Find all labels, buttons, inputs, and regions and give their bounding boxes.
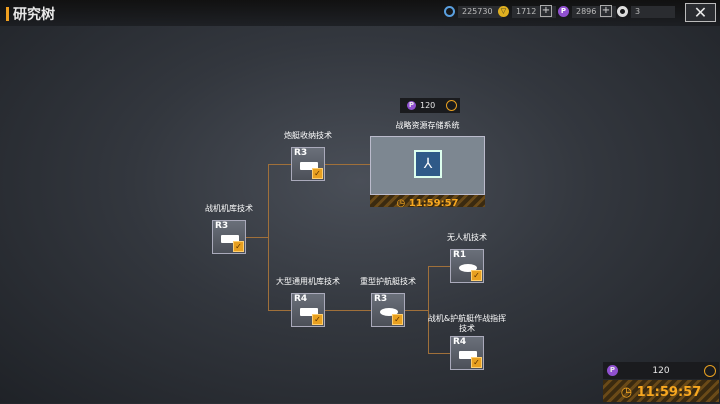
resource-value: 3 (631, 5, 675, 18)
featured-cost: P 120 (400, 98, 460, 113)
connector (428, 266, 450, 267)
purple-gem-icon: P (407, 101, 416, 110)
featured-timer: 11:59:57 (408, 198, 459, 209)
escort-icon (380, 308, 398, 316)
check-icon: ✓ (233, 241, 244, 252)
check-icon: ✓ (312, 314, 323, 325)
check-icon: ✓ (471, 357, 482, 368)
node-label: 炮艇收纳技术 (284, 131, 332, 140)
rank-badge: R1 (453, 250, 467, 260)
rank-badge: R4 (453, 337, 467, 347)
node-drone[interactable]: R1 ✓ (450, 249, 484, 283)
rank-badge: R4 (294, 294, 308, 304)
connector (268, 164, 291, 165)
check-icon: ✓ (312, 168, 323, 179)
hangar-icon (300, 308, 318, 316)
hangar-icon (459, 351, 477, 359)
node-label: 无人机技术 (447, 233, 487, 242)
connector (405, 310, 428, 311)
title-accent (6, 7, 9, 21)
check-icon: ✓ (392, 314, 403, 325)
node-fighter-hangar[interactable]: R3 ✓ (212, 220, 246, 254)
node-label: 战机&护航艇作战指挥技术 (427, 314, 507, 333)
resource-gold: ▽1712 (498, 5, 556, 18)
add-gold-button[interactable]: + (540, 5, 552, 17)
connector (268, 164, 269, 311)
fork-icon: ⅄ (414, 150, 442, 178)
page-title: 研究树 (6, 4, 55, 24)
queue-cost: 120 (652, 365, 670, 376)
resource-value: 2896 (572, 5, 616, 18)
gold-coin-icon: ▽ (498, 6, 509, 17)
resource-value: 1712 (512, 5, 556, 18)
node-label: 战机机库技术 (205, 204, 253, 213)
clock-icon: ◷ (620, 385, 637, 400)
featured-research-card[interactable]: ⅄ (370, 136, 485, 195)
check-icon: ✓ (471, 270, 482, 281)
node-combat-command[interactable]: R4 ✓ (450, 336, 484, 370)
resource-credits: 225730 (444, 5, 502, 18)
purple-gem-icon: P (607, 365, 618, 376)
node-label: 大型通用机库技术 (276, 277, 340, 286)
speedup-icon[interactable] (704, 364, 716, 377)
queue-timer-bar: ◷ 11:59:57 (603, 380, 719, 402)
queue-panel[interactable]: P 120 (603, 362, 719, 379)
purple-gem-icon: P (558, 6, 569, 17)
rank-badge: R3 (374, 294, 388, 304)
connector (325, 164, 370, 165)
g-token-icon (617, 6, 628, 17)
resource-tokens: 3 (617, 5, 675, 18)
title-text: 研究树 (13, 7, 55, 23)
featured-label: 战略资源存储系统 (395, 121, 460, 130)
connector (428, 266, 429, 354)
rank-badge: R3 (215, 221, 229, 231)
node-gunboat-storage[interactable]: R3 ✓ (291, 147, 325, 181)
featured-timer-bar: ◷ 11:59:57 (370, 195, 485, 209)
node-heavy-escort[interactable]: R3 ✓ (371, 293, 405, 327)
rank-badge: R3 (294, 148, 308, 158)
connector (428, 353, 450, 354)
gear-coin-icon (444, 6, 455, 17)
connector (246, 237, 268, 238)
add-gems-button[interactable]: + (600, 5, 612, 17)
connector (325, 310, 371, 311)
speedup-icon[interactable] (446, 100, 457, 111)
hangar-icon (300, 162, 318, 170)
cost-value: 120 (420, 101, 436, 110)
node-label: 重型护航艇技术 (360, 277, 416, 286)
drone-icon (459, 264, 477, 272)
clock-icon: ◷ (396, 198, 409, 209)
connector (268, 310, 291, 311)
hangar-icon (221, 235, 239, 243)
resource-value: 225730 (458, 5, 502, 18)
node-large-hangar[interactable]: R4 ✓ (291, 293, 325, 327)
close-button[interactable]: ✕ (685, 3, 716, 22)
queue-timer: 11:59:57 (636, 385, 702, 400)
